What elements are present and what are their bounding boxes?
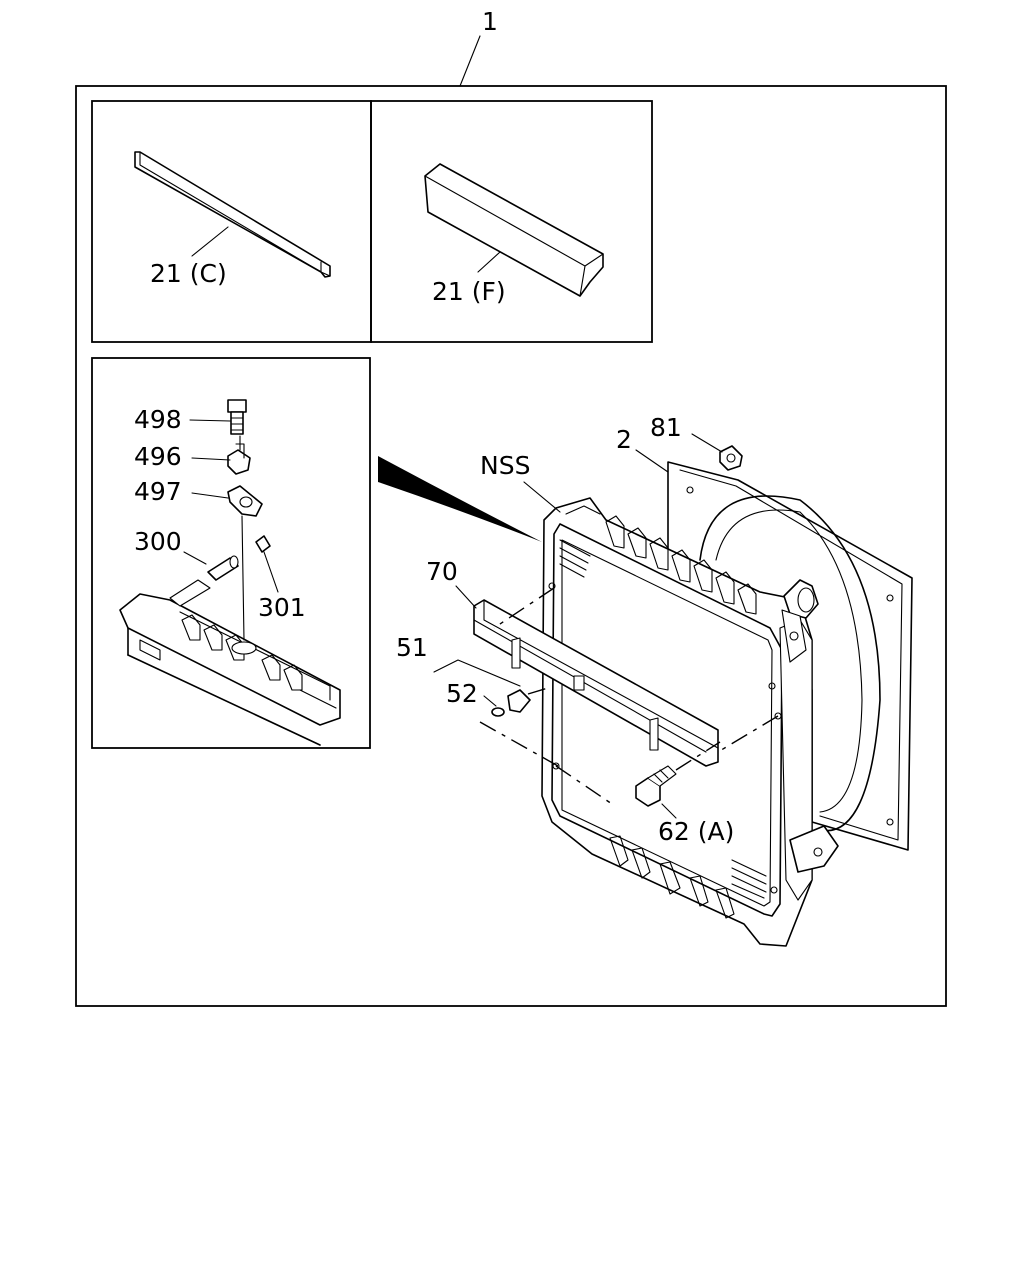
label-nut-81: 81 [650,413,682,442]
drain-plug-300 [169,555,239,607]
seal-f-leader [477,251,501,273]
drain-clip-301 [255,535,271,553]
seal-c-leader [191,226,229,257]
label-clamp-496: 496 [134,442,182,471]
detail-box-drain [91,357,371,749]
bracket-70-leader [455,585,477,609]
washer-52-leader [483,695,497,707]
gasket-497-leader [191,492,229,499]
detail-box-seal-f [370,100,653,343]
label-shroud-2: 2 [616,425,632,454]
gasket-497 [227,485,263,517]
nut-81 [719,445,743,471]
label-bolt-62a: 62 (A) [658,817,734,846]
axis-dash-2 [717,715,779,753]
washer-52 [491,689,531,717]
axis-dash-4 [479,721,559,767]
axis-dash-1 [493,587,555,629]
label-nss: NSS [480,451,530,480]
label-seal-f: 21 (F) [432,277,506,306]
label-gasket-497: 497 [134,477,182,506]
clip-301-leader [263,551,279,593]
label-bracket-70: 70 [426,557,458,586]
nut-81-leader [691,433,723,453]
clamp-496 [227,443,251,475]
label-clip-301: 301 [258,593,306,622]
set-51-leader [433,659,521,687]
plug-300-leader [183,551,207,565]
axis-dash-5 [527,687,549,695]
assembly-frame [75,85,947,1007]
seal-c-part [134,151,331,278]
axis-dash-6 [675,741,721,771]
bolt-62a-leader [661,803,677,819]
assembly-leader [459,35,481,87]
shroud-leader [635,449,669,473]
bolt-498-leader [189,419,231,422]
clamp-496-leader [191,457,231,461]
label-assembly: 1 [482,7,498,36]
nss-leader [523,481,561,513]
label-washer-52: 52 [446,679,478,708]
axis-dash-3 [555,765,613,805]
bolt-62a [635,765,677,807]
label-set-51: 51 [396,633,428,662]
label-bolt-498: 498 [134,405,182,434]
bracket-70 [473,599,719,767]
label-seal-c: 21 (C) [150,259,227,288]
drain-detail-radiator [119,593,341,746]
seal-f-part [424,163,604,297]
bolt-498 [227,399,247,435]
label-plug-300: 300 [134,527,182,556]
axis-lower [241,515,245,641]
